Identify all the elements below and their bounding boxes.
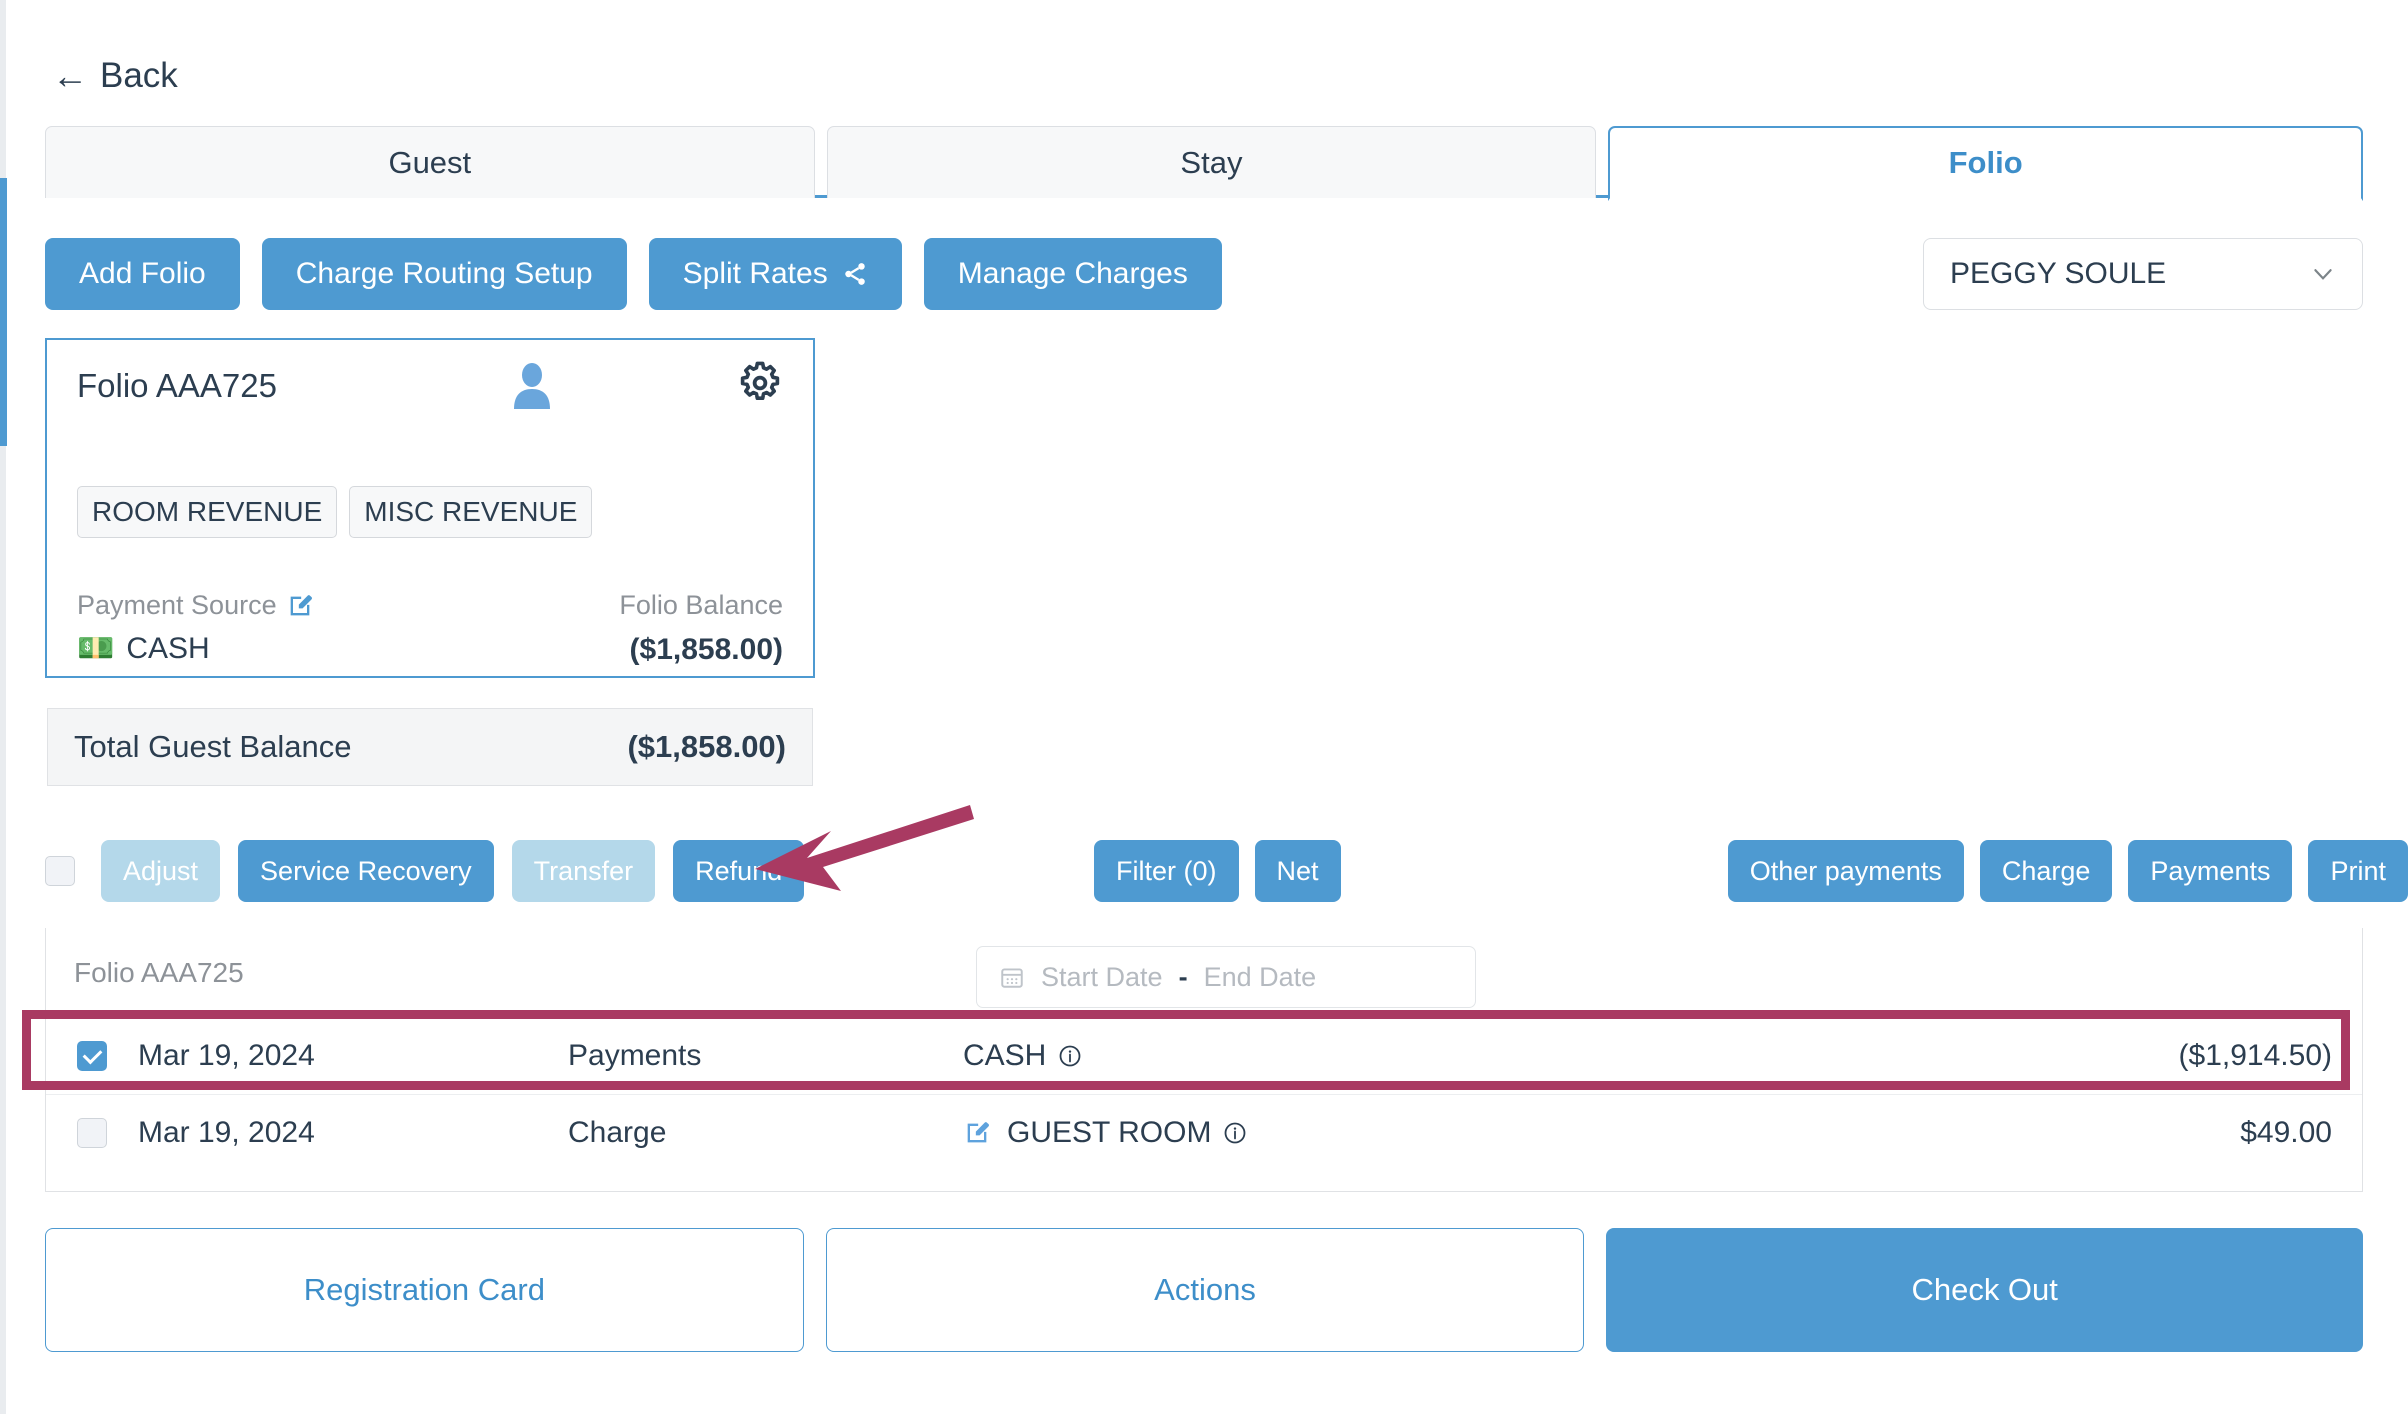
payments-button[interactable]: Payments [2128,840,2293,902]
row-checkbox-cell [46,1041,138,1071]
payment-source-value-row: 💵 CASH [77,631,314,666]
folio-card-footer: Payment Source 💵 CASH Folio Balance ($1,… [47,590,813,667]
row-description-cell: CASH [963,1039,2062,1073]
back-label: Back [100,56,178,95]
guest-select[interactable]: PEGGY SOULE [1923,238,2363,310]
row-description: CASH [963,1039,1047,1072]
table-row[interactable]: Mar 19, 2024 Payments CASH ($1,914.50) [46,1018,2362,1094]
edit-icon[interactable] [286,592,314,620]
row-type: Payments [568,1039,702,1072]
gear-icon[interactable] [737,360,783,406]
arrow-left-icon: ← [52,55,88,96]
add-folio-button[interactable]: Add Folio [45,238,240,310]
chevron-down-icon [2314,269,2332,280]
chip-room-revenue[interactable]: ROOM REVENUE [77,486,338,538]
check-out-button[interactable]: Check Out [1606,1228,2364,1352]
row-checkbox[interactable] [77,1041,107,1071]
payment-source-value: CASH [126,631,210,665]
transaction-toolbar-right: Other payments Charge Payments Print [1727,840,2408,902]
transactions-table-header: Folio AAA725 Start Date - End Date [46,928,2362,1018]
payment-source-block: Payment Source 💵 CASH [77,590,314,666]
row-amount: ($1,914.50) [2178,1039,2332,1072]
other-payments-button[interactable]: Other payments [1727,840,1964,902]
end-date-input[interactable]: End Date [1203,961,1317,992]
folio-balance-value: ($1,858.00) [629,633,783,666]
tab-folio[interactable]: Folio [1608,126,2363,201]
folio-balance-label: Folio Balance [619,590,783,620]
bottom-action-bar: Registration Card Actions Check Out [45,1228,2364,1352]
share-icon [844,263,865,285]
registration-card-button[interactable]: Registration Card [45,1228,804,1352]
table-row[interactable]: Mar 19, 2024 Charge GUEST ROOM $49.00 [46,1094,2362,1170]
chip-misc-revenue[interactable]: MISC REVENUE [349,486,593,538]
folio-card-header: Folio AAA725 [47,340,813,432]
actions-button[interactable]: Actions [825,1228,1585,1352]
row-description: GUEST ROOM [1007,1115,1212,1149]
transaction-toolbar-left: Adjust Service Recovery Transfer Refund [45,840,805,902]
print-button[interactable]: Print [2308,840,2408,902]
refund-button[interactable]: Refund [673,840,805,902]
charge-button[interactable]: Charge [1979,840,2113,902]
row-date: Mar 19, 2024 [138,1039,315,1072]
info-icon[interactable] [1223,1121,1247,1145]
row-date: Mar 19, 2024 [138,1115,315,1149]
payment-source-label: Payment Source [77,590,277,620]
folio-card: Folio AAA725 ROOM REVENUE MISC REVENUE P… [45,338,815,678]
tab-stay[interactable]: Stay [826,126,1597,198]
left-rail [0,0,6,1414]
info-icon[interactable] [1058,1044,1082,1068]
revenue-chip-list: ROOM REVENUE MISC REVENUE [77,486,593,538]
row-type: Charge [568,1115,667,1149]
tab-bar: Guest Stay Folio [45,126,2363,201]
manage-charges-button[interactable]: Manage Charges [923,238,1222,310]
total-guest-balance-bar: Total Guest Balance ($1,858.00) [47,708,813,786]
folio-balance-block: Folio Balance ($1,858.00) [619,590,783,667]
row-checkbox-cell [46,1117,138,1148]
tab-guest[interactable]: Guest [45,126,815,198]
row-description-cell: GUEST ROOM [963,1116,2062,1150]
date-range-separator: - [1178,961,1188,992]
folio-action-bar: Add Folio Charge Routing Setup Split Rat… [45,238,1222,310]
total-guest-balance-label: Total Guest Balance [74,729,352,764]
cash-icon: 💵 [77,632,115,665]
back-button[interactable]: ← Back [52,56,178,96]
filter-button[interactable]: Filter (0) [1094,840,1239,902]
person-icon [514,363,550,409]
split-rates-button[interactable]: Split Rates [648,238,902,310]
transactions-table: Folio AAA725 Start Date - End Date Mar 1… [45,928,2363,1192]
guest-select-value: PEGGY SOULE [1950,257,2167,290]
table-folio-label: Folio AAA725 [74,957,244,988]
total-guest-balance-value: ($1,858.00) [627,729,786,764]
transaction-toolbar-mid: Filter (0) Net [1094,840,1341,902]
folio-card-title: Folio AAA725 [77,367,277,404]
calendar-icon [1001,968,1023,988]
select-all-checkbox[interactable] [45,856,75,886]
transfer-button[interactable]: Transfer [511,840,656,902]
edit-icon[interactable] [963,1119,991,1147]
payment-source-label-row: Payment Source [77,590,314,621]
split-rates-label: Split Rates [682,257,828,290]
row-checkbox[interactable] [77,1117,107,1148]
start-date-input[interactable]: Start Date [1041,961,1163,992]
net-button[interactable]: Net [1254,840,1341,902]
service-recovery-button[interactable]: Service Recovery [238,840,494,902]
charge-routing-setup-button[interactable]: Charge Routing Setup [261,238,627,310]
adjust-button[interactable]: Adjust [101,840,221,902]
left-rail-accent [0,178,7,446]
date-range-picker[interactable]: Start Date - End Date [976,946,1476,1008]
row-amount: $49.00 [2240,1115,2332,1149]
